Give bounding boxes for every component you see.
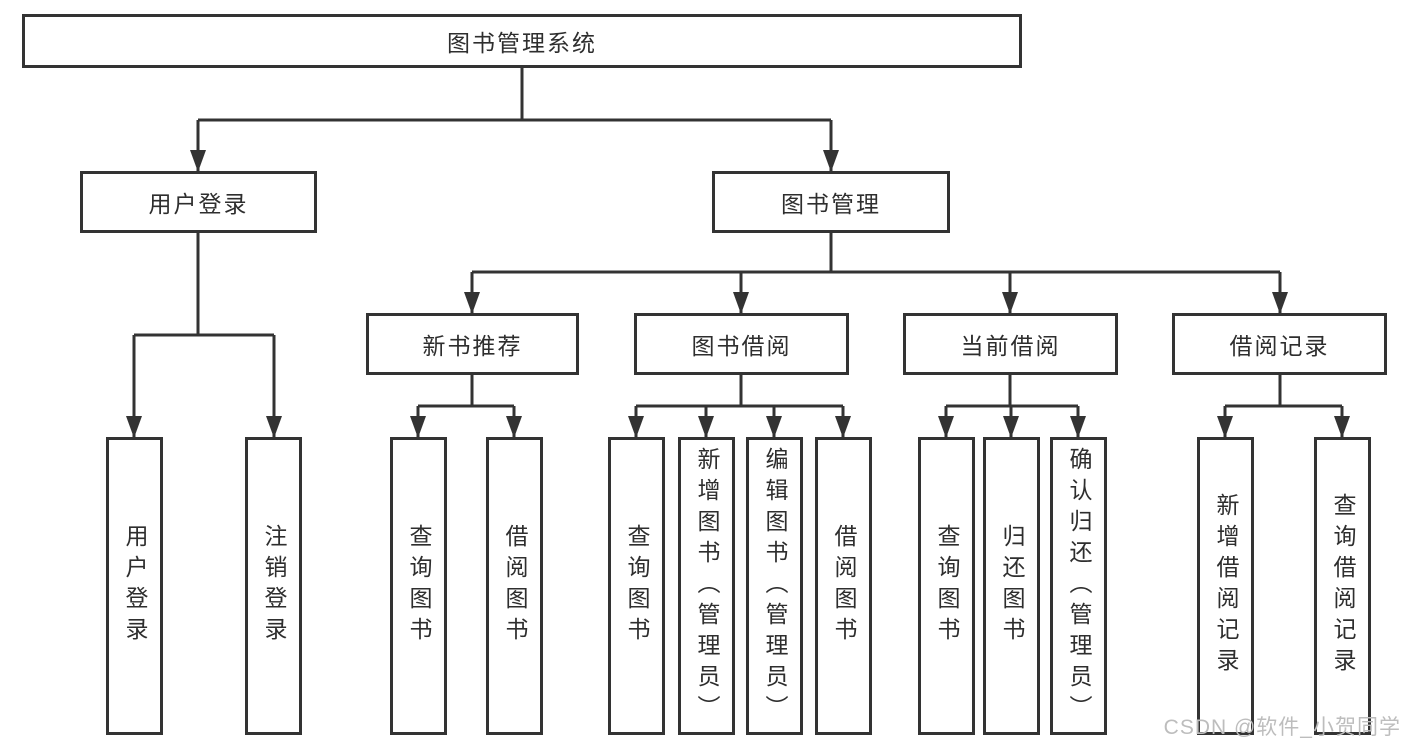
node-user-login: 用户登录 — [80, 171, 317, 233]
node-borrowing-records: 借阅记录 — [1172, 313, 1387, 375]
node-label: 图书管理系统 — [447, 30, 597, 56]
leaf-logout: 注销登录 — [245, 437, 302, 735]
node-label: 查询借阅记录 — [1330, 493, 1356, 679]
node-label: 编辑图书（管理员） — [762, 446, 788, 726]
leaf-search-books-borrowing: 查询图书 — [608, 437, 665, 735]
leaf-search-borrow-record: 查询借阅记录 — [1314, 437, 1371, 735]
leaf-add-borrow-record: 新增借阅记录 — [1197, 437, 1254, 735]
leaf-search-books-recommend: 查询图书 — [390, 437, 447, 735]
leaf-borrow-books-recommend: 借阅图书 — [486, 437, 543, 735]
node-label: 注销登录 — [261, 524, 287, 648]
edges — [126, 67, 1350, 438]
node-label: 查询图书 — [934, 524, 960, 648]
node-new-book-recommendation: 新书推荐 — [366, 313, 579, 375]
edge-user-login-trunk — [134, 233, 274, 337]
node-label: 新增借阅记录 — [1213, 493, 1239, 679]
leaf-borrow-books-borrowing: 借阅图书 — [815, 437, 872, 735]
edge-root-trunk — [198, 67, 831, 122]
leaf-confirm-return-admin: 确认归还（管理员） — [1050, 437, 1107, 735]
edge-current-borrowing-trunk — [946, 375, 1078, 408]
node-label: 用户登录 — [122, 524, 148, 648]
node-label: 新增图书（管理员） — [694, 446, 720, 726]
node-label: 用户登录 — [148, 191, 249, 217]
node-label: 图书借阅 — [691, 333, 792, 359]
node-label: 借阅图书 — [502, 524, 528, 648]
node-label: 借阅记录 — [1229, 333, 1330, 359]
edge-book-borrowing-trunk — [636, 375, 843, 408]
node-label: 图书管理 — [781, 191, 881, 217]
edge-new-book-recommend-trunk — [418, 375, 514, 408]
leaf-add-books-admin: 新增图书（管理员） — [678, 437, 735, 735]
node-library-management-system: 图书管理系统 — [22, 14, 1022, 68]
leaf-return-books: 归还图书 — [983, 437, 1040, 735]
leaf-search-books-current: 查询图书 — [918, 437, 975, 735]
node-label: 查询图书 — [624, 524, 650, 648]
node-label: 当前借阅 — [960, 333, 1061, 359]
leaf-edit-books-admin: 编辑图书（管理员） — [746, 437, 803, 735]
edge-borrowing-records-trunk — [1225, 375, 1342, 408]
node-label: 归还图书 — [999, 524, 1025, 648]
node-book-management: 图书管理 — [712, 171, 950, 233]
node-label: 查询图书 — [406, 524, 432, 648]
node-label: 借阅图书 — [831, 524, 857, 648]
watermark: CSDN @软件_小贺同学 — [1163, 716, 1401, 739]
node-label: 新书推荐 — [422, 333, 523, 359]
node-book-borrowing: 图书借阅 — [634, 313, 849, 375]
node-current-borrowing: 当前借阅 — [903, 313, 1118, 375]
node-label: 确认归还（管理员） — [1066, 446, 1092, 726]
leaf-user-login: 用户登录 — [106, 437, 163, 735]
edge-book-management-trunk — [472, 233, 1280, 274]
